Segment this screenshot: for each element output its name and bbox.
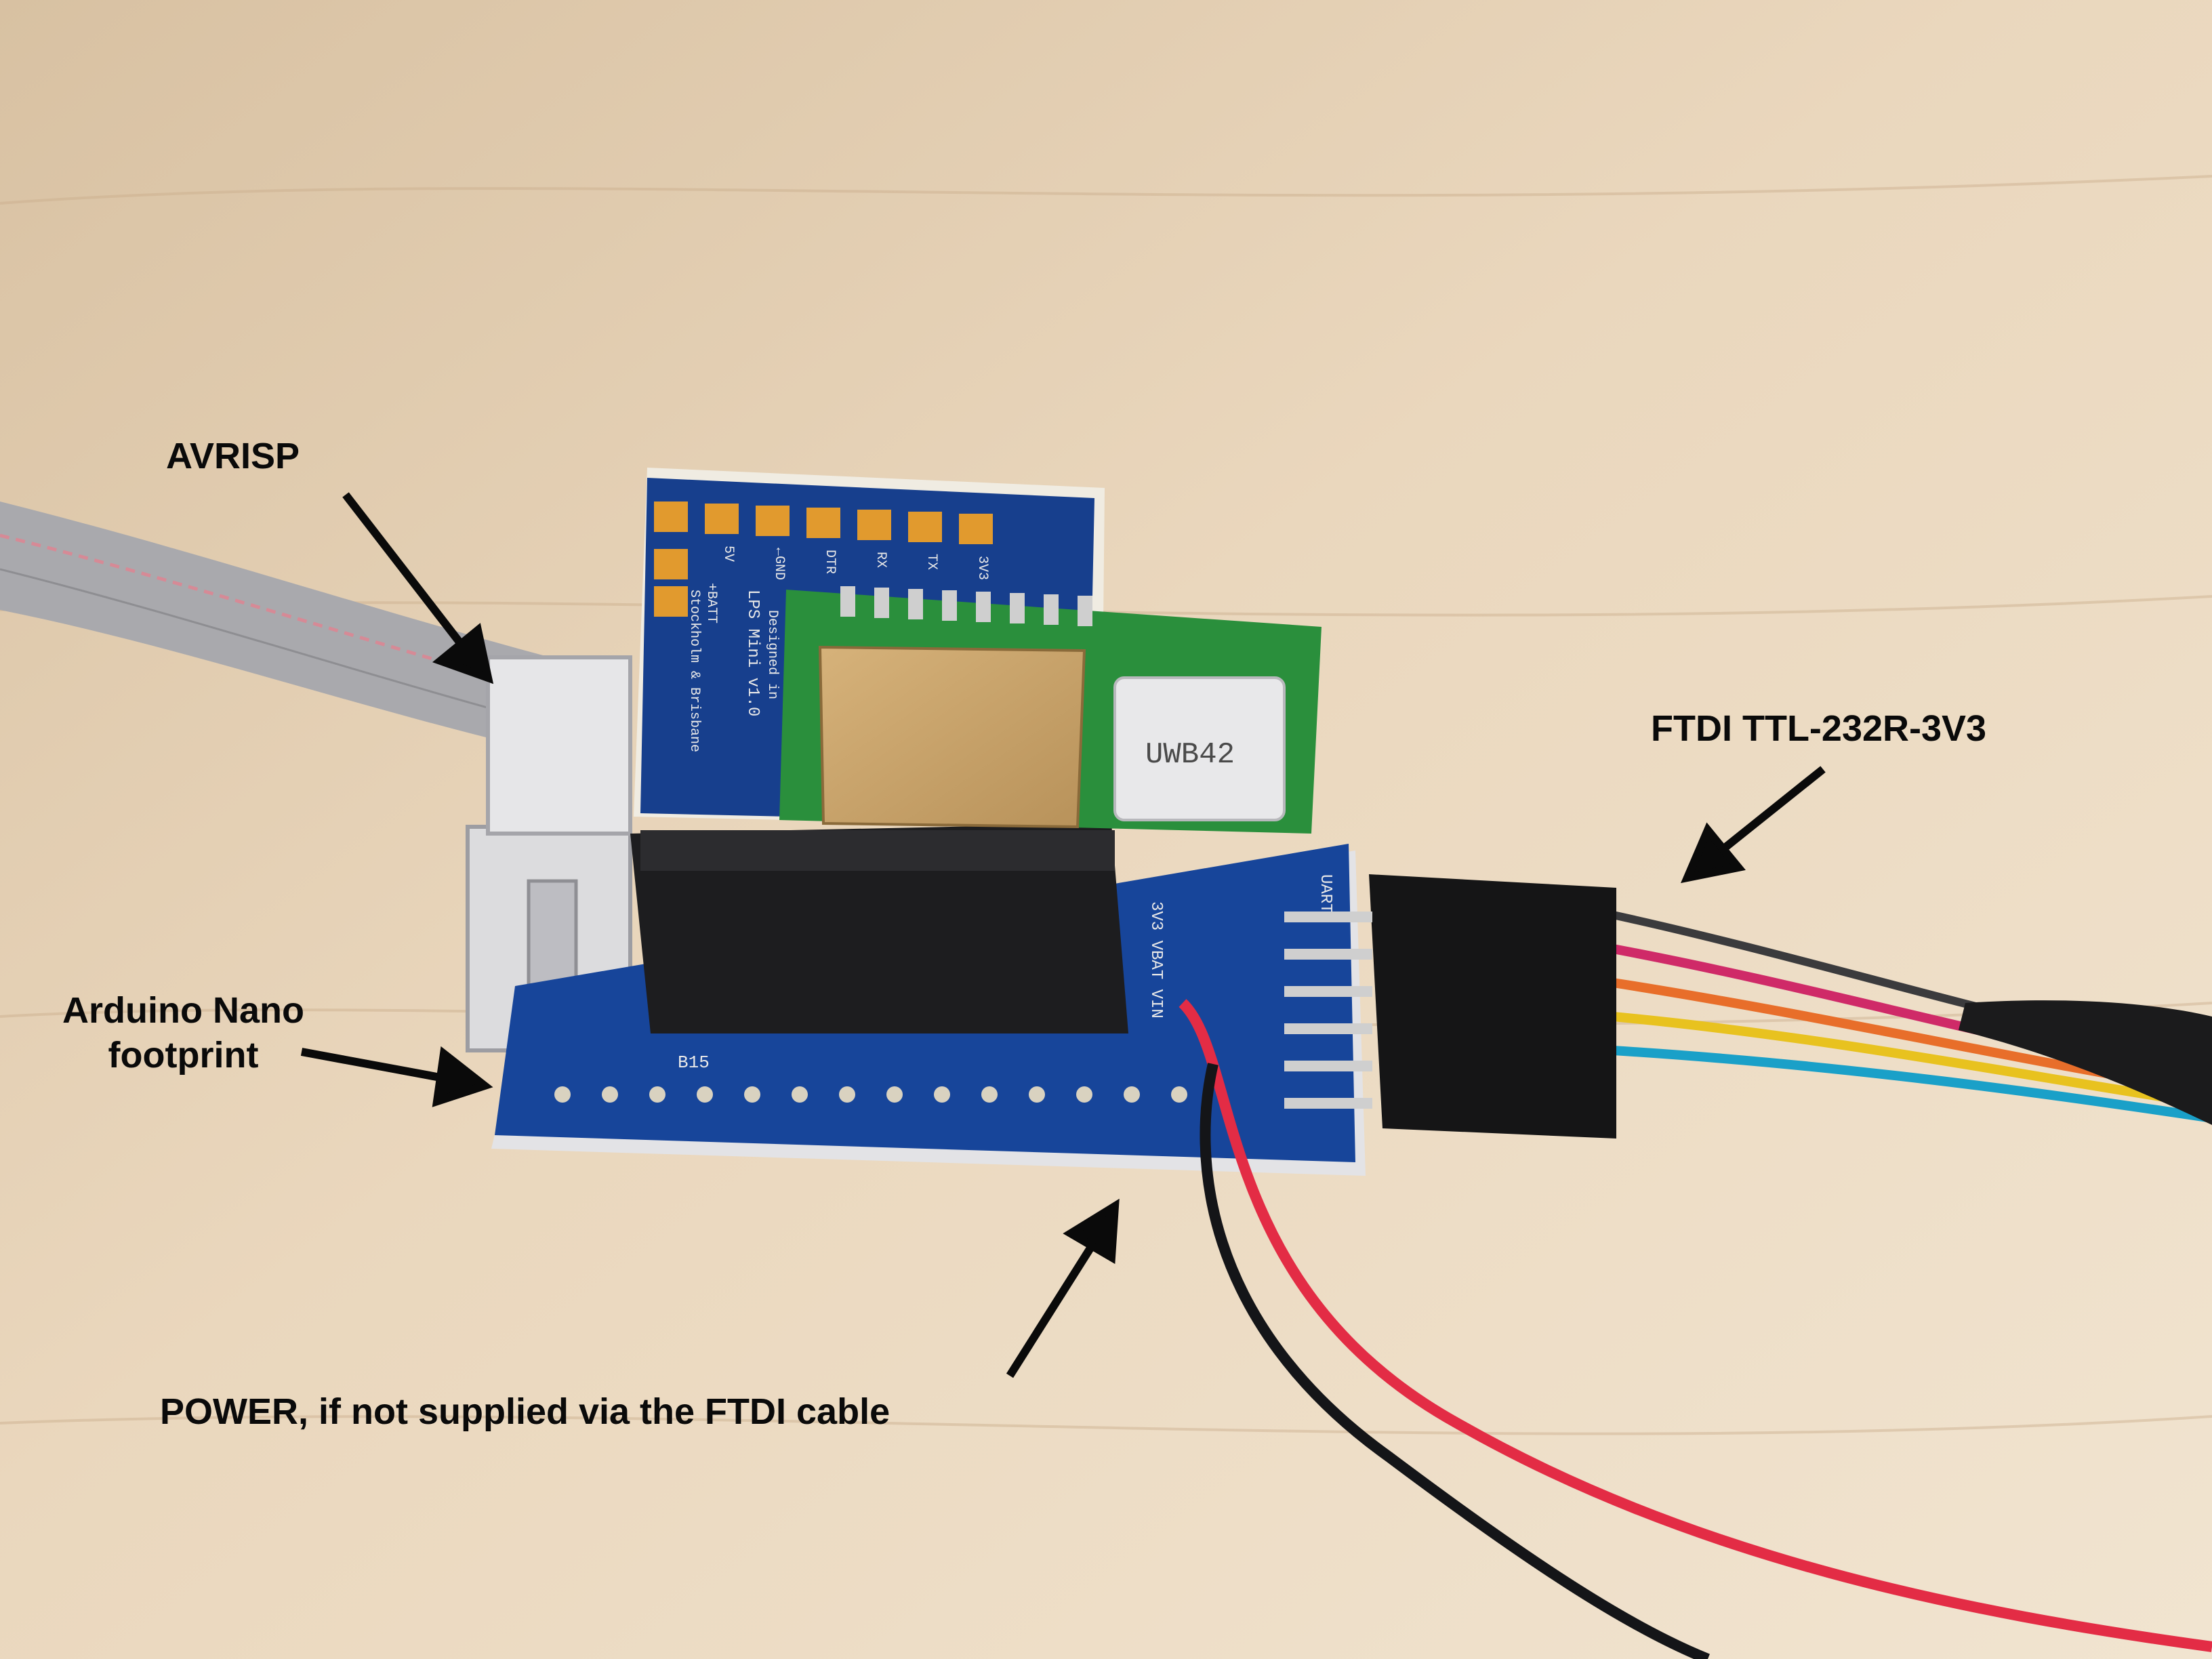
pad-label-5v: 5V (720, 546, 736, 562)
antenna-label: UWB42 (1145, 738, 1235, 772)
pad-label-tx: TX (924, 554, 939, 570)
uwb-antenna (1113, 676, 1286, 821)
arrow-power (1006, 1244, 1095, 1378)
uart-silkscreen: UART (1316, 874, 1334, 914)
pad-label-rx: RX (873, 552, 888, 568)
arrow-ftdi (1719, 766, 1826, 854)
ftdi-connector (1284, 874, 1616, 1139)
credit-line-1: Designed in (764, 610, 780, 699)
power-leads (1179, 999, 2212, 1659)
credit-line-2: Stockholm & Brisbane (687, 590, 702, 752)
rf-shield (818, 645, 1086, 829)
nano-footprint-label: Arduino Nano footprint (62, 988, 304, 1078)
power-label: POWER, if not supplied via the FTDI cabl… (160, 1391, 890, 1432)
header-holes (554, 1086, 1187, 1103)
avrisp-label: AVRISP (166, 436, 300, 476)
ftdi-cable (1612, 911, 2212, 1125)
arrowhead-avrisp (432, 623, 494, 684)
arrowhead-ftdi (1680, 822, 1746, 884)
nano-label-line-2: footprint (108, 1035, 259, 1076)
power-pins-silkscreen: 3V3 VBAT VIN (1147, 901, 1165, 1019)
annotation-arrows (300, 492, 1826, 1378)
nano-label-line-1: Arduino Nano (62, 990, 304, 1031)
module-pins (840, 586, 1092, 626)
board-title: LPS Mini v1.0 (743, 590, 762, 716)
ftdi-label: FTDI TTL-232R-3V3 (1651, 708, 1987, 749)
pad-label-3v3: 3V3 (975, 556, 990, 580)
batt-label: +BATT (703, 583, 719, 623)
arrowhead-power (1063, 1198, 1120, 1265)
pad-label-gnd: ←GND (771, 548, 787, 580)
socket-header (630, 823, 1128, 1033)
b15-silkscreen: B15 (678, 1052, 710, 1073)
arrow-nano (300, 1048, 442, 1082)
dwm-module: UWB42 (779, 586, 1322, 834)
pad-label-dtr: DTR (822, 550, 838, 574)
solder-pads (654, 501, 993, 617)
arrow-avrisp (342, 492, 464, 647)
arrowhead-nano (432, 1046, 493, 1107)
